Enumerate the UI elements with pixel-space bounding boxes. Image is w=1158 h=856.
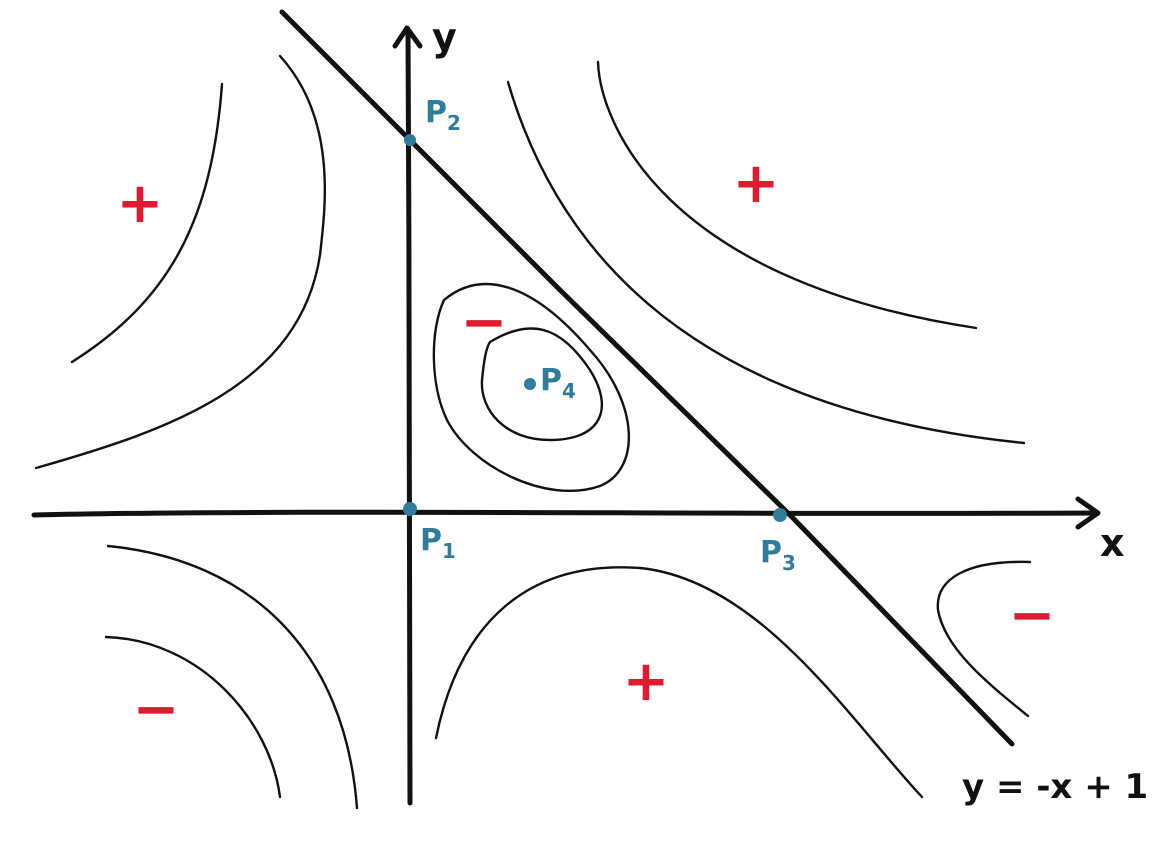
contour-loop-inner bbox=[480, 327, 604, 442]
point-p4-label: P4 bbox=[540, 363, 576, 403]
sign-lower-middle: + bbox=[623, 649, 670, 714]
contour-lower-right bbox=[936, 560, 1032, 718]
contour-upper-left-outer bbox=[34, 54, 326, 470]
x-axis-label: x bbox=[1100, 521, 1125, 565]
point-p3 bbox=[773, 508, 787, 522]
line-y-equals-minus-x-plus-1 bbox=[279, 9, 1015, 747]
point-p4 bbox=[524, 378, 536, 390]
contour-loop-outer bbox=[432, 282, 630, 492]
sign-lower-left: − bbox=[133, 677, 180, 742]
contour-upper-right-inner bbox=[596, 60, 978, 330]
contour-lower-middle bbox=[434, 566, 924, 799]
contour-lower-left-outer bbox=[106, 544, 359, 810]
point-p2 bbox=[404, 134, 416, 146]
x-axis bbox=[31, 509, 1098, 518]
y-axis bbox=[405, 27, 413, 806]
x-axis-arrowhead bbox=[1075, 496, 1101, 530]
line-equation-label: y = -x + 1 bbox=[962, 767, 1148, 807]
point-p3-label: P3 bbox=[760, 535, 796, 575]
contour-upper-left-inner bbox=[70, 82, 224, 364]
sign-lower-right: − bbox=[1009, 583, 1056, 648]
point-p2-label: P2 bbox=[425, 95, 461, 135]
contour-lower-left-inner bbox=[104, 635, 282, 799]
sign-upper-right: + bbox=[733, 151, 780, 216]
point-p1-label: P1 bbox=[420, 523, 456, 563]
sign-upper-left: + bbox=[117, 171, 164, 236]
sign-inner-region: − bbox=[461, 290, 508, 355]
y-axis-label: y bbox=[432, 15, 457, 59]
point-p1 bbox=[403, 502, 417, 516]
contour-upper-right-outer bbox=[506, 80, 1026, 445]
y-axis-arrowhead bbox=[392, 25, 423, 49]
